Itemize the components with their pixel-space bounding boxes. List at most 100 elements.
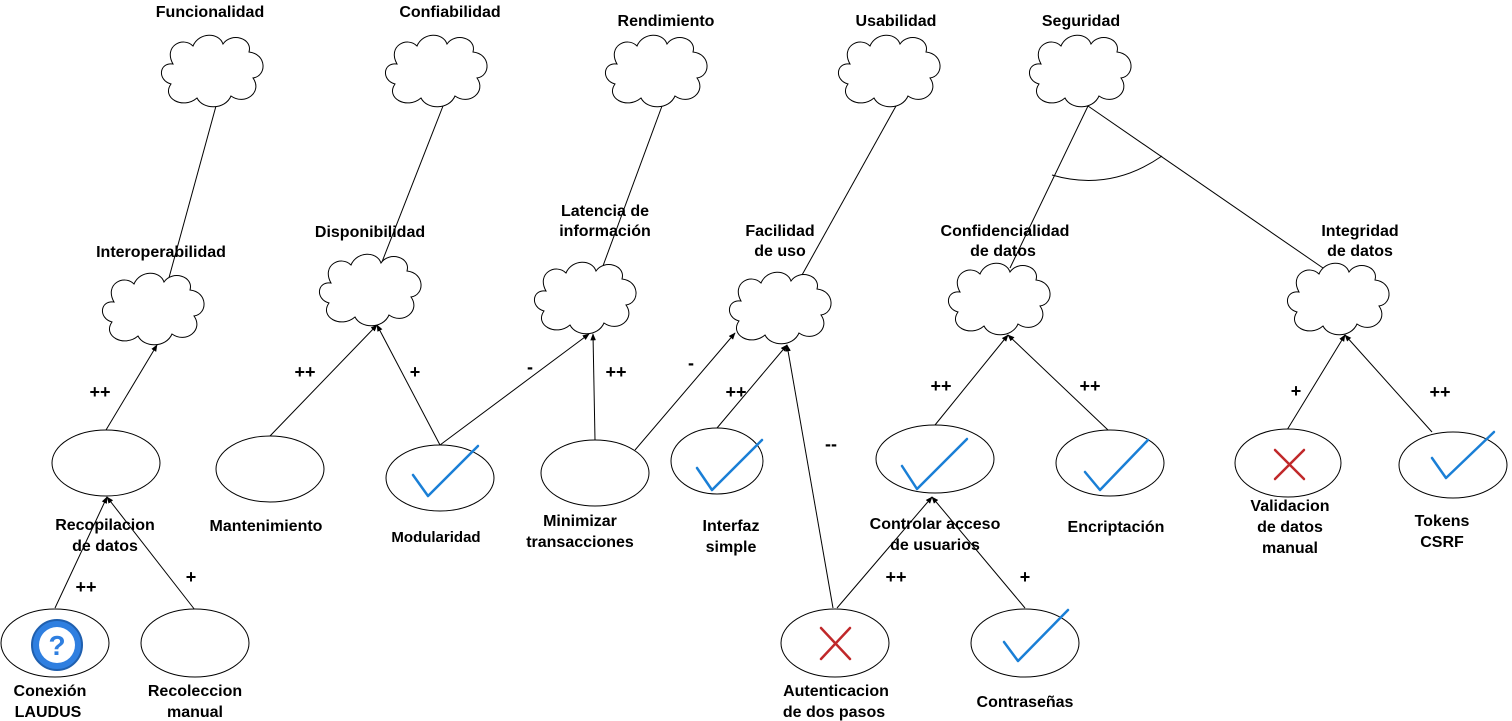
node-modularidad xyxy=(385,444,495,512)
label-usabilidad: Usabilidad xyxy=(856,13,937,30)
link-mantenimiento-disp xyxy=(269,324,378,437)
link-minimizar-facilidad xyxy=(634,332,736,451)
contrib-validacion-integ: + xyxy=(1291,381,1302,401)
label-integridad-1: Integridad xyxy=(1321,223,1398,240)
link-interfaz-facilidad xyxy=(716,344,788,429)
label-interfaz-1: Interfaz xyxy=(703,518,760,535)
cross-icon xyxy=(1273,448,1306,481)
label-validacion-1: Validacion xyxy=(1250,498,1329,515)
contrib-encriptacion-confid: ++ xyxy=(1079,376,1100,396)
contrib-autenticacion-facilidad: -- xyxy=(825,434,837,454)
softgoal-confiabilidad-cloud xyxy=(384,34,488,108)
link-interop-funcionalidad xyxy=(166,105,217,286)
contrib-controlar-confid: ++ xyxy=(930,376,951,396)
node-interfaz xyxy=(670,427,764,495)
label-confidencialidad-2: de datos xyxy=(970,243,1036,260)
softgoal-usabilidad-cloud xyxy=(837,34,941,108)
check-icon xyxy=(695,438,764,492)
link-contrasenas-controlar xyxy=(931,496,1026,609)
softgoal-disponibilidad-cloud xyxy=(318,253,422,327)
label-facilidad-2: de uso xyxy=(754,243,806,260)
contrib-tokens-integ: ++ xyxy=(1429,382,1450,402)
label-minimizar-2: transacciones xyxy=(526,534,634,551)
node-controlar xyxy=(875,424,995,494)
label-interfaz-2: simple xyxy=(706,539,757,556)
softgoal-rendimiento-cloud xyxy=(604,34,708,108)
contrib-recoleccion-recopilacion: + xyxy=(186,567,197,587)
contrib-interfaz-facilidad: ++ xyxy=(725,382,746,402)
node-contrasenas xyxy=(970,608,1080,678)
label-autenticacion-1: Autenticacion xyxy=(783,683,889,700)
contribution-labels: ++ ++ + - ++ - ++ -- ++ ++ + ++ ++ + ++ … xyxy=(75,353,1450,597)
cross-icon xyxy=(819,626,852,661)
label-validacion-2: de datos xyxy=(1257,519,1323,536)
link-facilidad-usabilidad xyxy=(796,105,897,285)
link-tokens-integ xyxy=(1344,334,1433,433)
link-disp-confiabilidad xyxy=(379,105,444,268)
label-latencia-1: Latencia de xyxy=(561,203,649,220)
label-recopilacion-1: Recopilacion xyxy=(55,517,155,534)
links xyxy=(54,105,1433,611)
softgoal-labels: Funcionalidad Confiabilidad Rendimiento … xyxy=(96,4,1399,261)
label-conexion-2: LAUDUS xyxy=(15,704,82,721)
status-icons: ? xyxy=(31,430,1496,671)
label-minimizar-1: Minimizar xyxy=(543,513,617,530)
contrib-modularidad-disp: + xyxy=(410,362,421,382)
label-rendimiento: Rendimiento xyxy=(618,13,715,30)
label-interoperabilidad: Interoperabilidad xyxy=(96,244,226,261)
softgoal-confidencialidad-cloud xyxy=(947,262,1051,336)
operationalization-labels: Recopilacion de datos Mantenimiento Modu… xyxy=(14,498,1470,721)
label-latencia-2: información xyxy=(559,223,651,240)
label-conexion-1: Conexión xyxy=(14,683,87,700)
label-recoleccion-2: manual xyxy=(167,704,223,721)
node-tokens xyxy=(1398,431,1508,499)
label-disponibilidad: Disponibilidad xyxy=(315,224,425,241)
svg-text:?: ? xyxy=(48,630,65,661)
check-icon xyxy=(1083,438,1150,492)
softgoals xyxy=(101,34,1390,346)
label-funcionalidad: Funcionalidad xyxy=(156,4,264,21)
node-mantenimiento xyxy=(215,435,325,503)
label-encriptacion: Encriptación xyxy=(1068,519,1165,536)
contrib-minimizar-facilidad: - xyxy=(688,353,694,373)
question-icon: ? xyxy=(31,619,83,671)
label-integridad-2: de datos xyxy=(1327,243,1393,260)
softgoal-seguridad-cloud xyxy=(1028,34,1132,108)
label-recopilacion-2: de datos xyxy=(72,538,138,555)
contrib-minimizar-latencia: ++ xyxy=(605,362,626,382)
softgoal-funcionalidad-cloud xyxy=(160,34,264,108)
label-seguridad: Seguridad xyxy=(1042,13,1120,30)
link-modularidad-latencia xyxy=(439,333,590,446)
link-encriptacion-confid xyxy=(1007,334,1109,431)
node-encriptacion xyxy=(1055,429,1165,497)
label-tokens-2: CSRF xyxy=(1420,534,1464,551)
contrib-mantenimiento-disp: ++ xyxy=(294,362,315,382)
label-recoleccion-1: Recoleccion xyxy=(148,683,242,700)
label-controlar-2: de usuarios xyxy=(890,537,980,554)
node-recoleccion xyxy=(140,608,250,678)
link-integ-seguridad xyxy=(1087,105,1324,269)
contrib-modularidad-latencia: - xyxy=(527,357,533,377)
node-recopilacion xyxy=(51,429,161,497)
contrib-conexion-recopilacion: ++ xyxy=(75,577,96,597)
link-autenticacion-facilidad xyxy=(785,344,834,609)
check-icon xyxy=(900,437,969,491)
check-icon xyxy=(1430,430,1496,480)
link-recoleccion-recopilacion xyxy=(106,496,196,611)
label-controlar-1: Controlar acceso xyxy=(870,516,1001,533)
contrib-contrasenas-controlar: + xyxy=(1020,567,1031,587)
label-tokens-1: Tokens xyxy=(1415,513,1470,530)
contrib-recopilacion-interop: ++ xyxy=(89,382,110,402)
link-controlar-confid xyxy=(934,334,1009,426)
check-icon xyxy=(411,444,480,498)
softgoal-integridad-cloud xyxy=(1286,262,1390,336)
link-recopilacion-interop xyxy=(105,344,158,431)
label-confiabilidad: Confiabilidad xyxy=(399,4,500,21)
label-contrasenas: Contraseñas xyxy=(977,694,1074,711)
softgoal-latencia-cloud xyxy=(533,261,637,335)
link-autenticacion-controlar xyxy=(836,496,933,609)
link-conexion-recopilacion xyxy=(54,496,108,609)
contrib-autenticacion-controlar: ++ xyxy=(885,567,906,587)
label-autenticacion-2: de dos pasos xyxy=(783,704,885,721)
